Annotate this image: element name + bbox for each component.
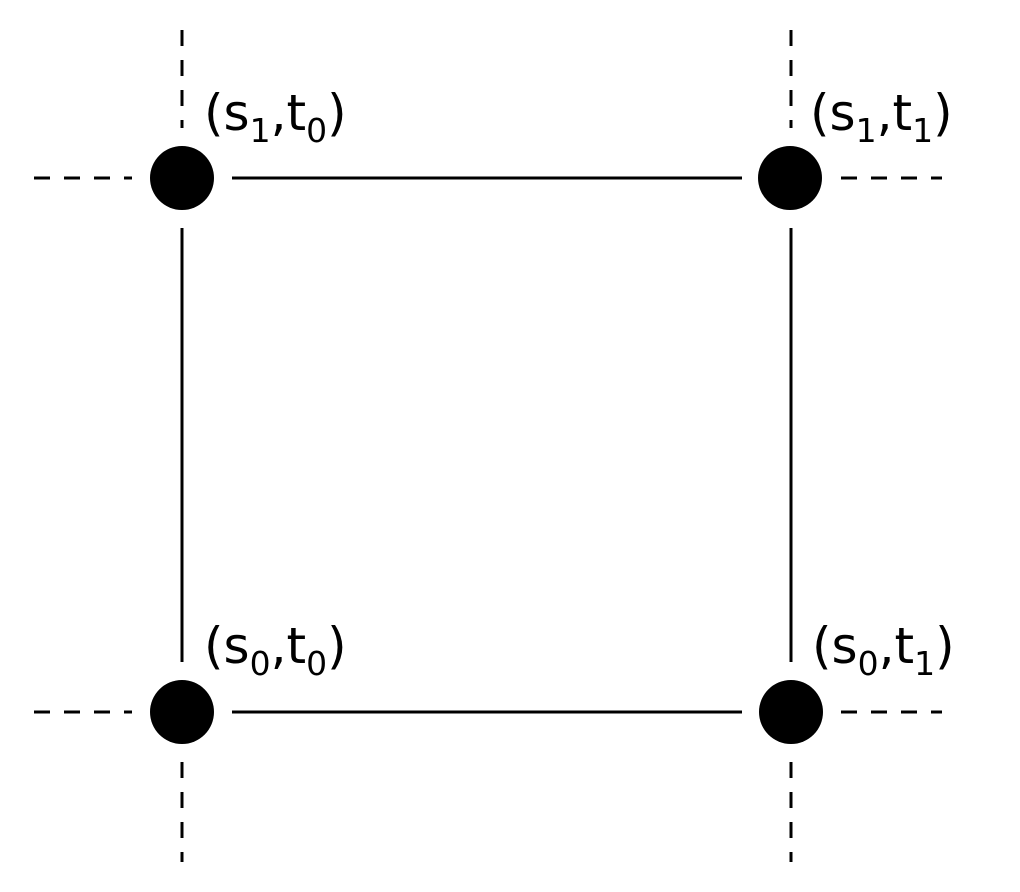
label-top-left-sub1: 1 [249, 111, 271, 150]
label-top-right-var2: t [892, 84, 913, 142]
node-bottom-left [150, 680, 214, 744]
label-top-right-sub1: 1 [855, 111, 877, 150]
label-bottom-left-var1: s [223, 617, 250, 675]
label-top-right-sub2: 1 [912, 111, 934, 150]
label-bottom-right-var1: s [831, 617, 858, 675]
label-top-left-var1: s [223, 84, 250, 142]
label-bottom-right: (s0,t1) [812, 617, 955, 683]
label-bottom-right-sub1: 0 [857, 644, 879, 683]
label-bottom-left: (s0,t0) [204, 617, 347, 683]
label-top-left-sub2: 0 [306, 111, 328, 150]
label-bottom-left-var2: t [286, 617, 307, 675]
node-top-left [150, 146, 214, 210]
label-bottom-right-var2: t [894, 617, 915, 675]
label-bottom-right-sub2: 1 [914, 644, 936, 683]
label-bottom-left-sub1: 0 [249, 644, 271, 683]
label-top-right-var1: s [829, 84, 856, 142]
node-bottom-right [759, 680, 823, 744]
label-top-left-var2: t [286, 84, 307, 142]
label-bottom-left-sub2: 0 [306, 644, 328, 683]
label-top-right: (s1,t1) [810, 84, 953, 150]
label-top-left: (s1,t0) [204, 84, 347, 150]
node-top-right [758, 146, 822, 210]
